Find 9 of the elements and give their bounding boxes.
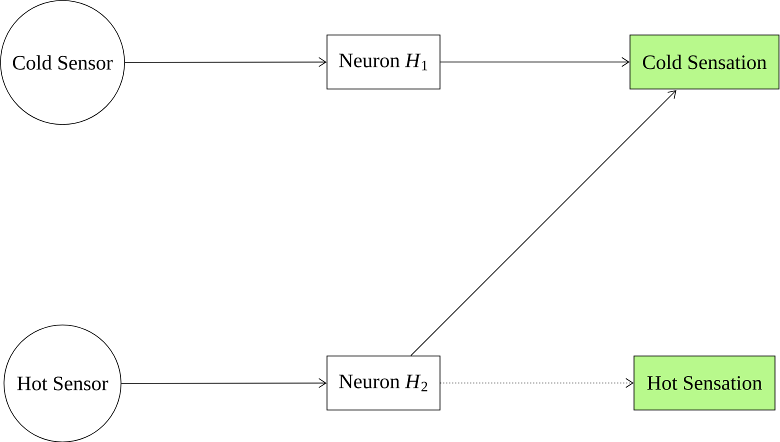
arrow <box>124 57 327 67</box>
arrow <box>121 378 327 388</box>
arrow <box>440 378 634 388</box>
sensation-box: Hot Sensation <box>634 356 776 410</box>
arrow <box>410 90 676 356</box>
neuron-box: Neuron H$_{1}$ <box>326 34 440 90</box>
arrow <box>440 57 630 67</box>
sensation-box: Cold Sensation <box>630 34 780 90</box>
neuron-box: Neuron H$_{2}$ <box>326 356 440 410</box>
